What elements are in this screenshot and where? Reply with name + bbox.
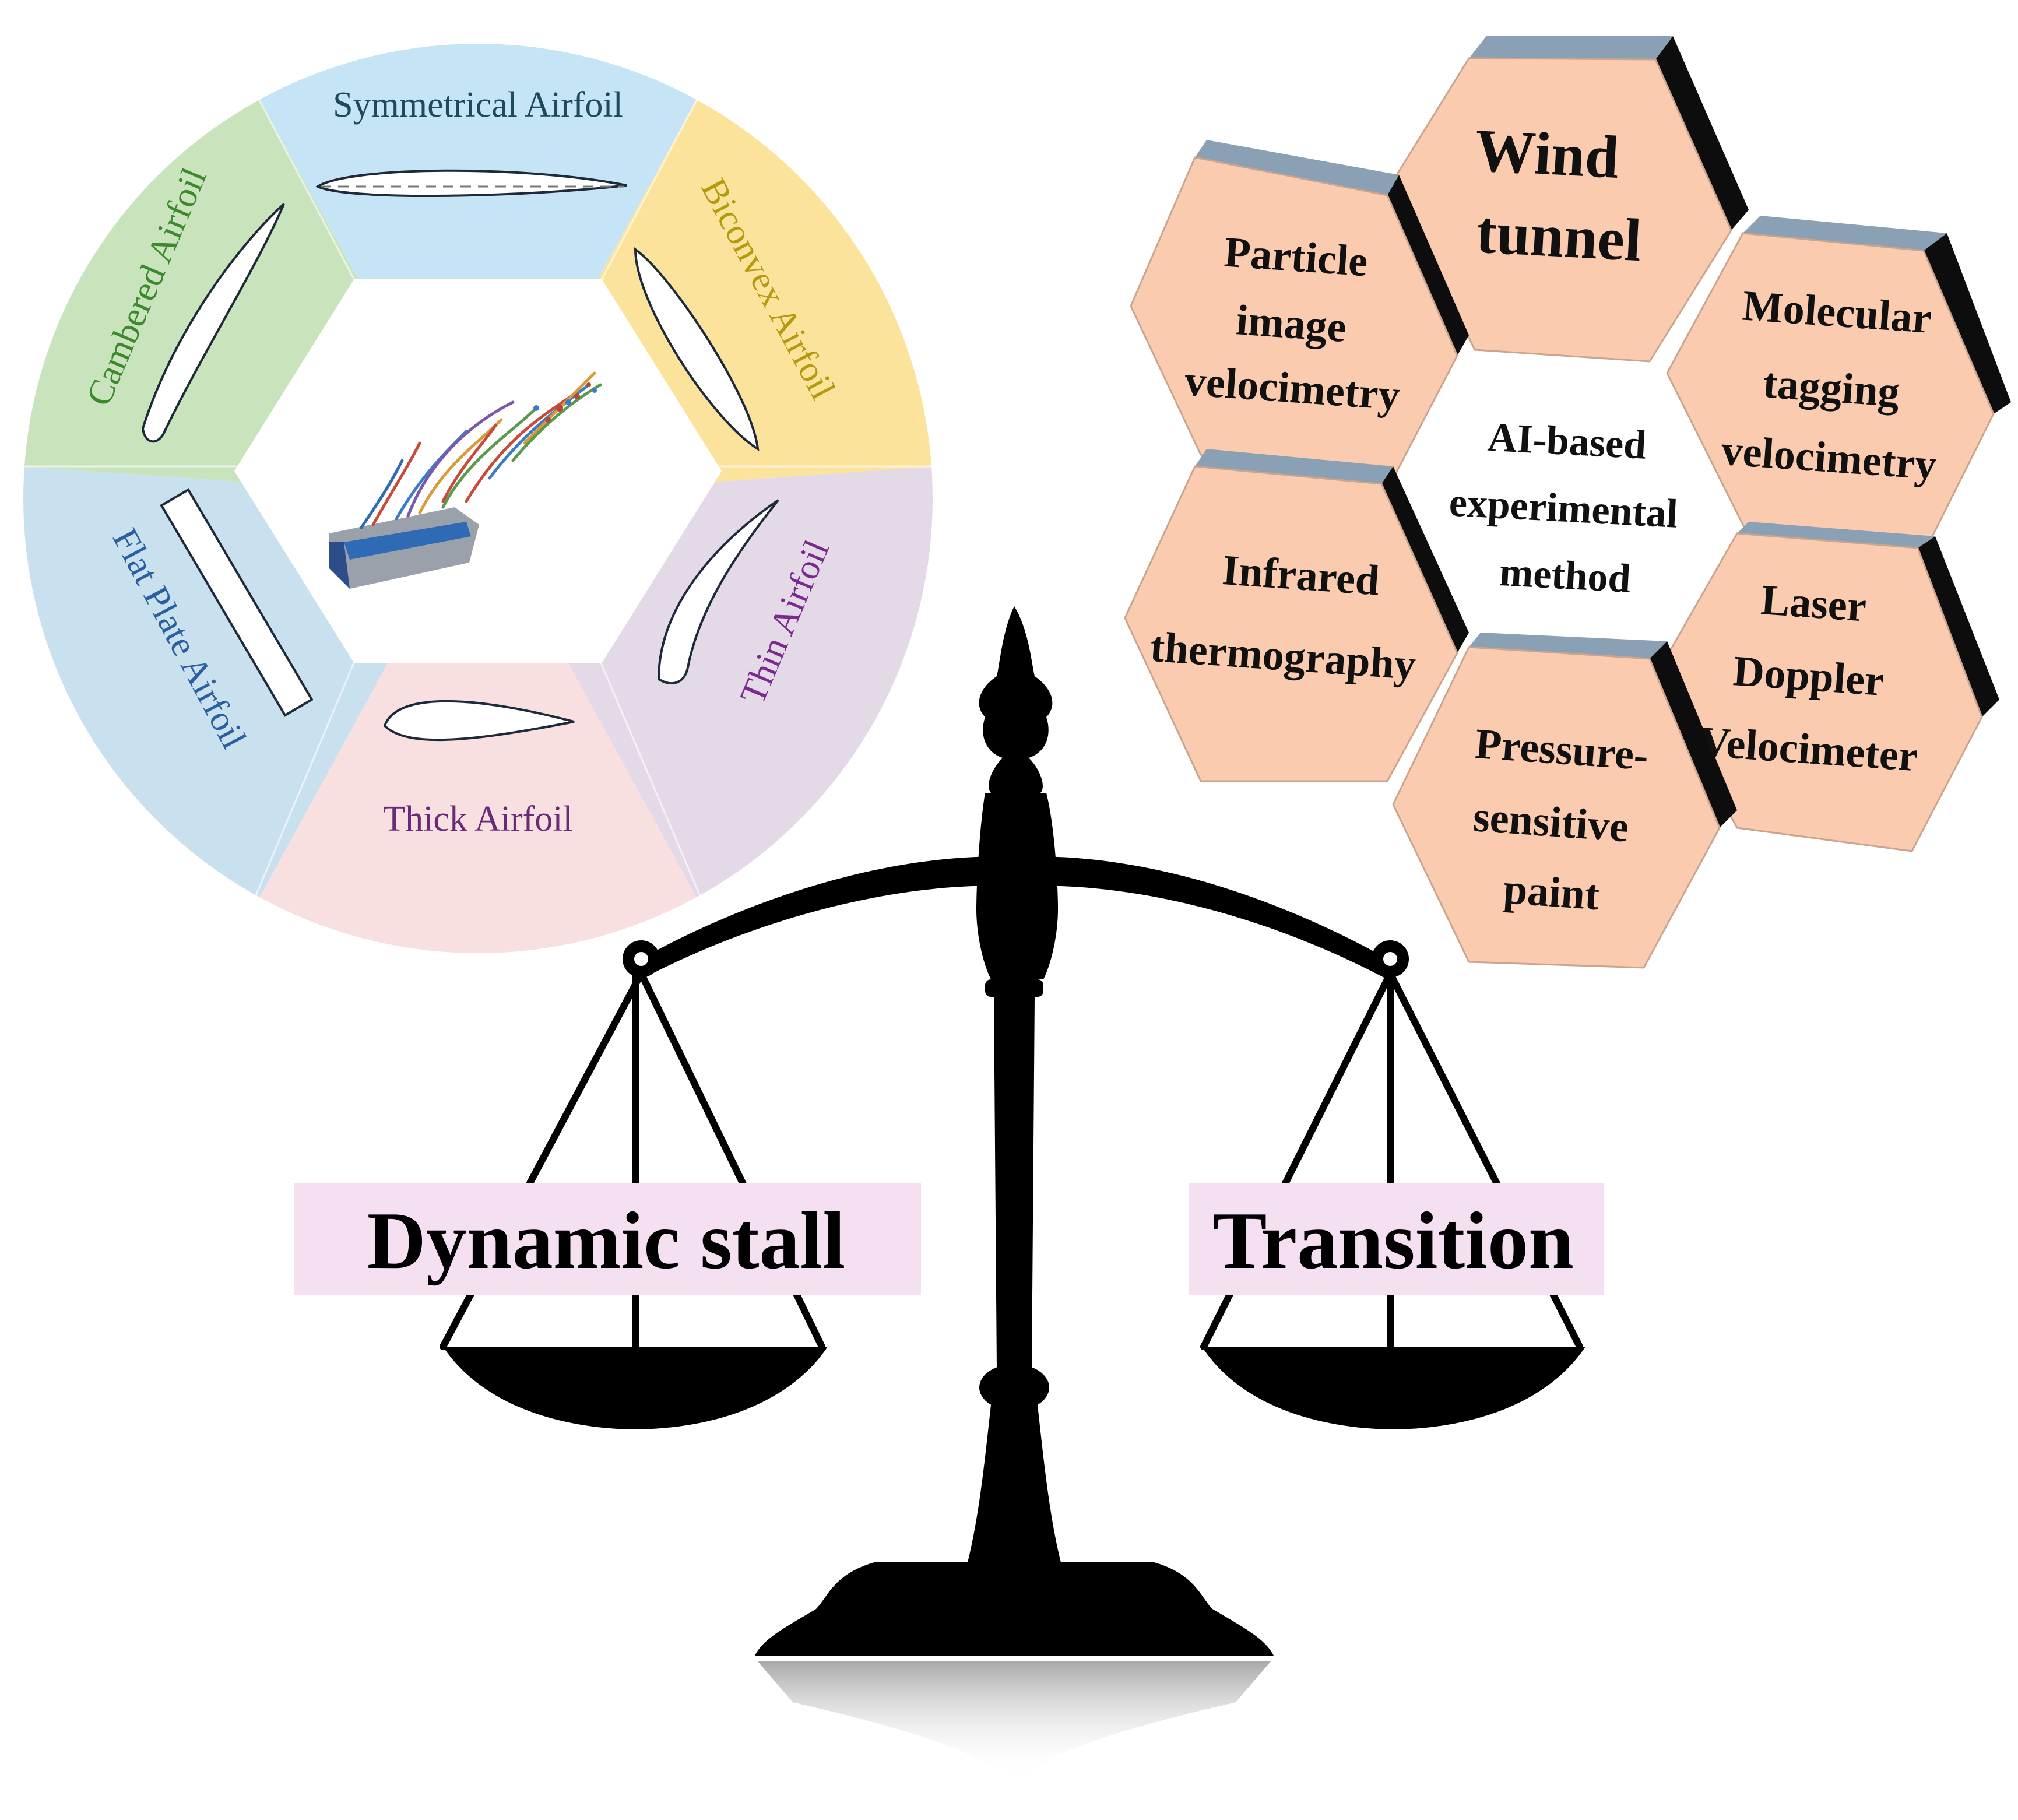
cambered-airfoil-icon (141, 203, 285, 443)
hex-center (1399, 350, 1749, 647)
balance-scale: Dynamic stall Transition (294, 606, 1604, 1778)
flow-visualization-image (329, 371, 602, 589)
hex-cluster: Wind tunnel Particle image velocimetry M… (1124, 36, 2011, 969)
thin-airfoil-icon (657, 499, 779, 685)
dynamic-stall-label: Dynamic stall (367, 1196, 846, 1286)
transition-label-bg (1189, 1183, 1604, 1295)
hex-piv (1130, 140, 1469, 491)
hex-ldv (1654, 522, 1999, 852)
label-symmetrical-airfoil: Symmetrical Airfoil (333, 85, 623, 125)
hex-psp (1392, 633, 1737, 969)
right-pan (1202, 1347, 1585, 1429)
flat-plate-airfoil-icon (160, 488, 314, 717)
thick-airfoil-icon (383, 700, 575, 742)
scale-beam (635, 856, 1393, 979)
biconvex-airfoil-icon (634, 247, 760, 451)
transition-label: Transition (1212, 1196, 1574, 1286)
symmetrical-airfoil-icon (315, 169, 627, 198)
label-wind-tunnel: Wind tunnel (1469, 117, 1647, 274)
scale-base (755, 1562, 1274, 1656)
label-thick-airfoil: Thick Airfoil (383, 799, 572, 839)
segment-thick (23, 498, 933, 953)
scale-reflection (758, 1661, 1271, 1778)
hex-wind-tunnel (1392, 36, 1749, 363)
hex-infrared (1124, 449, 1469, 782)
dynamic-stall-label-bg (294, 1183, 921, 1295)
left-pan (443, 1347, 828, 1429)
